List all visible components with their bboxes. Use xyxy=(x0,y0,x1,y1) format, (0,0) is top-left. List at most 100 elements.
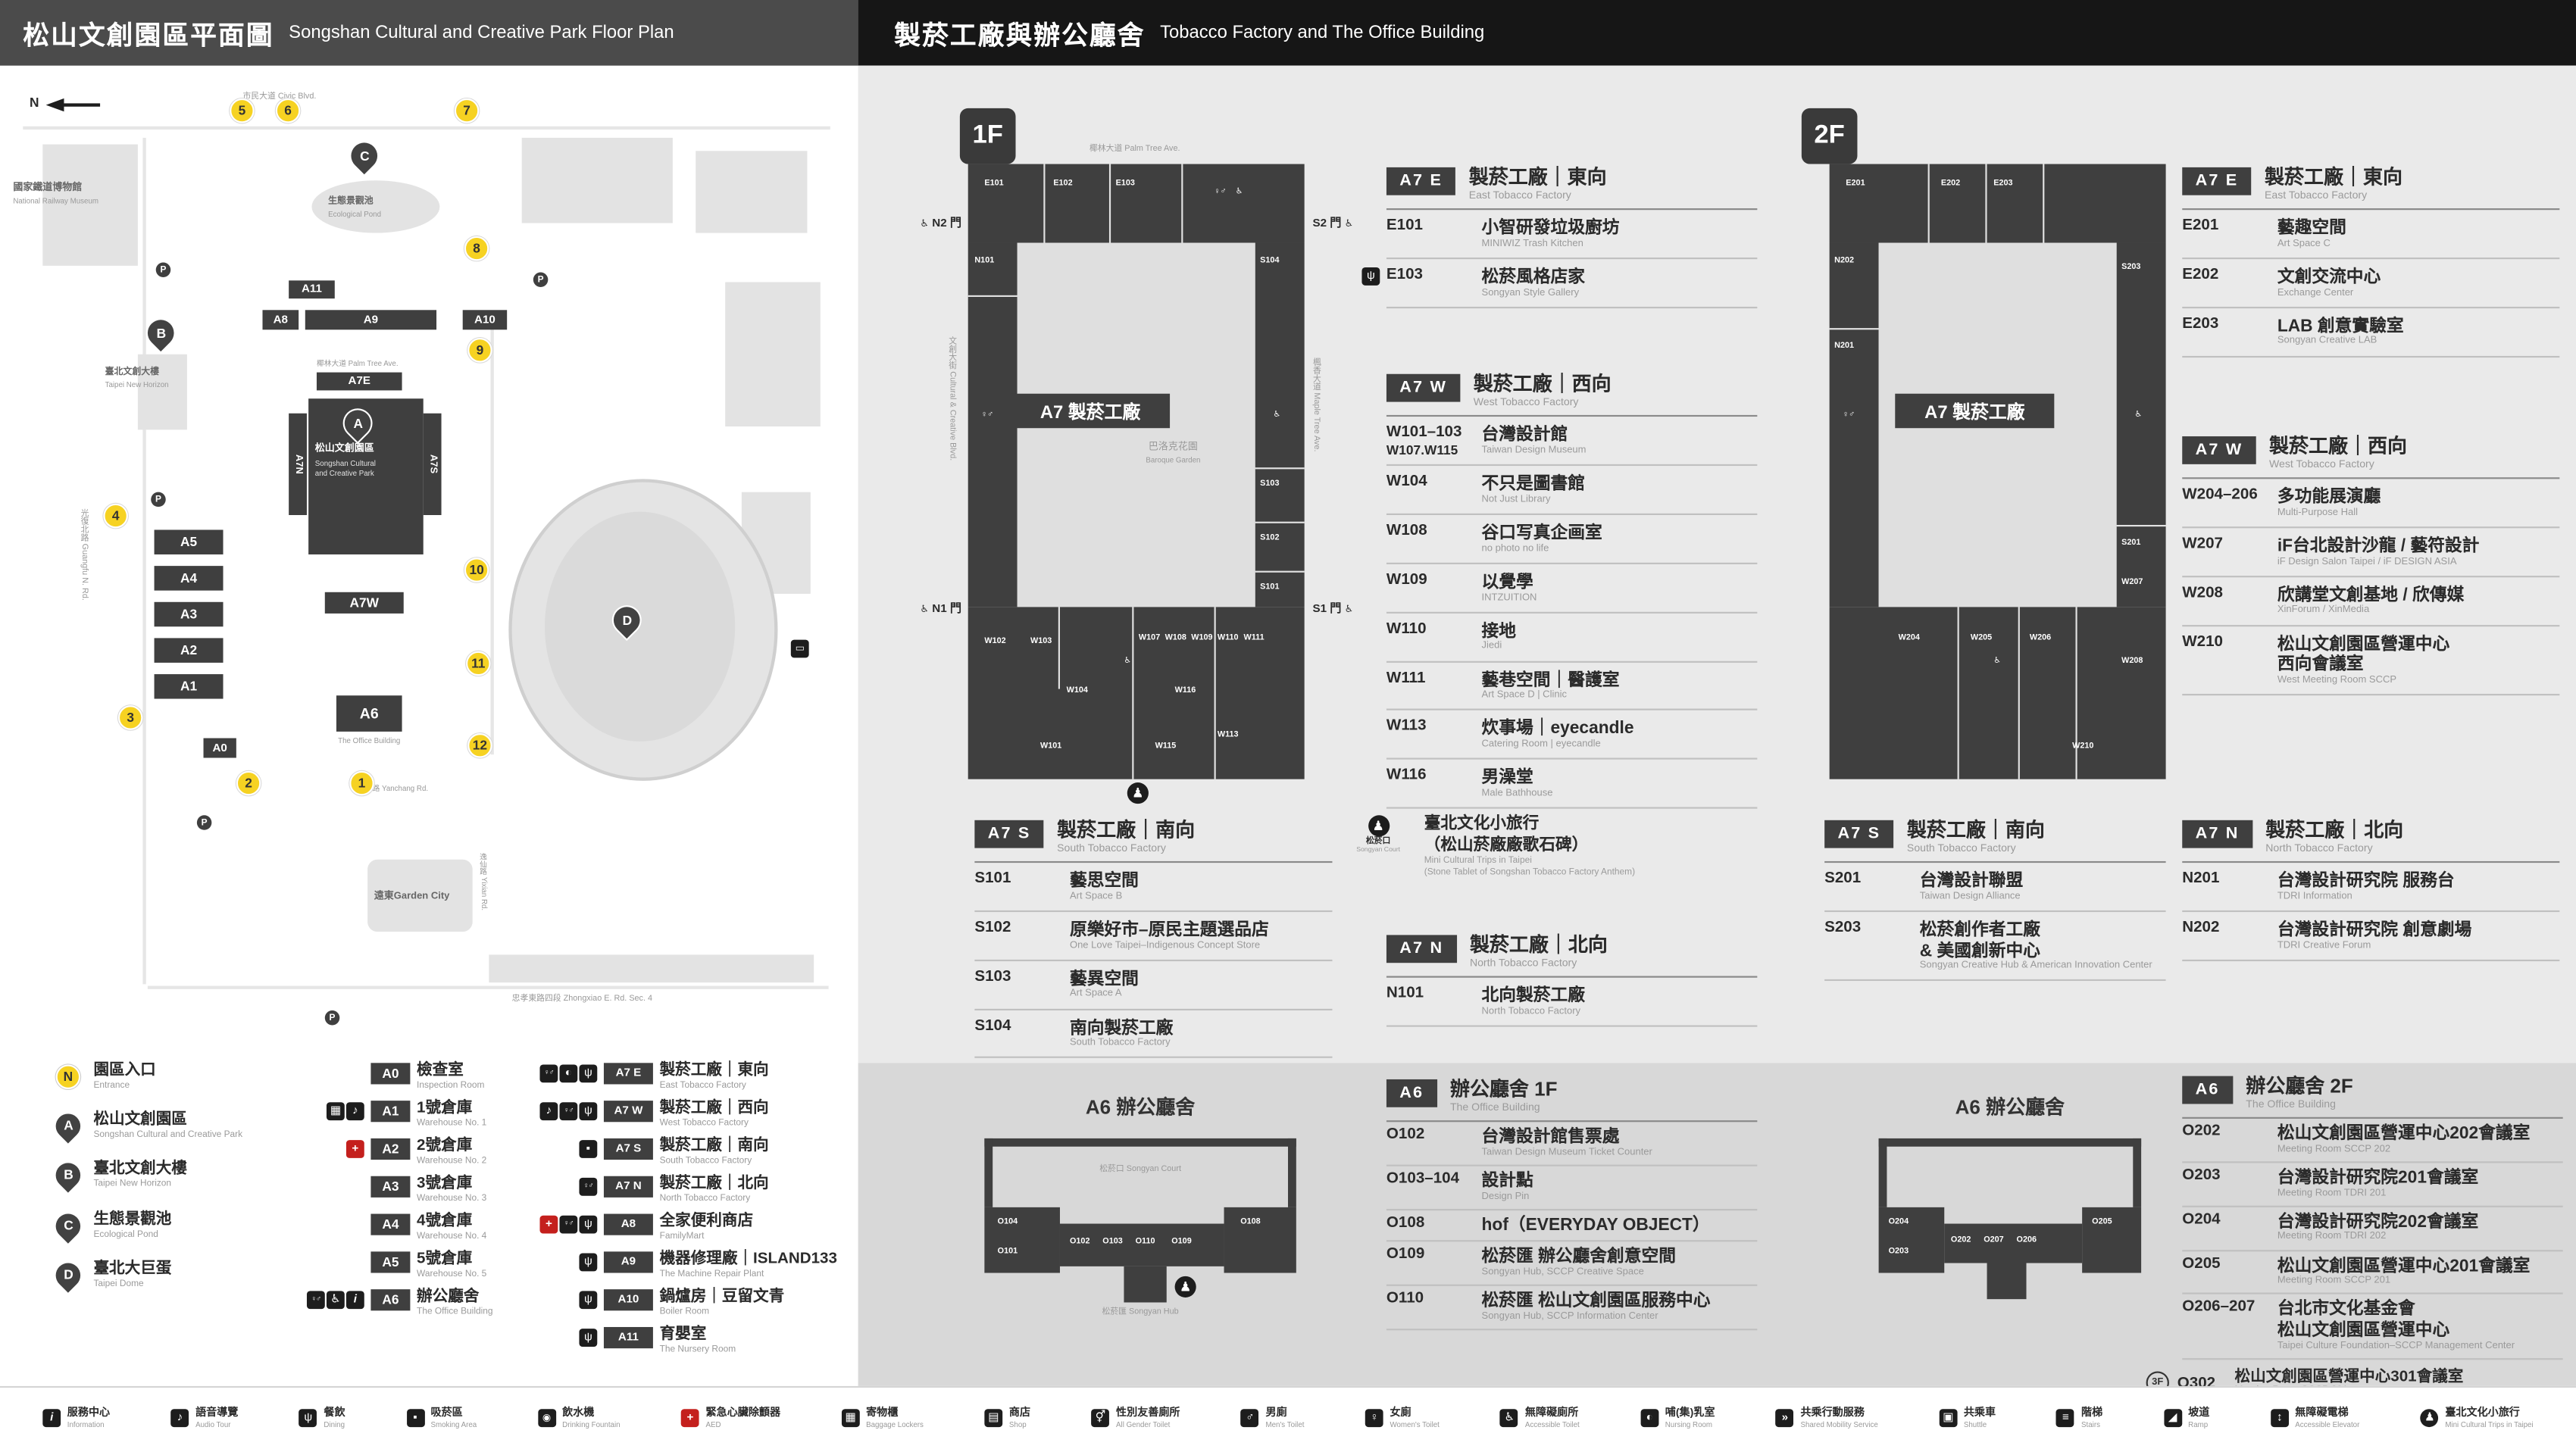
room-name-en: TDRI Creative Forum xyxy=(2277,941,2371,951)
legend-building-row: A10 鍋爐房｜豆留文青 Boiler Room xyxy=(535,1288,837,1327)
legend-building-zh: 製菸工廠｜東向 xyxy=(659,1061,769,1079)
room-code-text: S103 xyxy=(974,967,1011,986)
room-code: S201 xyxy=(1824,870,1910,890)
facility-icon xyxy=(170,1409,189,1428)
facility-icon xyxy=(579,1253,598,1272)
wing-west xyxy=(968,607,1305,779)
a6-west-block xyxy=(1878,1207,1945,1273)
songyan-court-note: 松菸口 Songyan Court 臺北文化小旅行 （松山菸廠廠歌石碑） Min… xyxy=(1346,815,1759,879)
room-label-w207: W207 xyxy=(2121,577,2143,588)
facility-label-en: Drinking Fountain xyxy=(562,1420,621,1429)
legend-building-code: A0 xyxy=(370,1063,411,1085)
facility-icon xyxy=(345,1102,364,1121)
legend-marker-zh: 園區入口 xyxy=(93,1061,156,1079)
right-header-title-en: Tobacco Factory and The Office Building xyxy=(1160,23,1485,43)
palm-ave-map-label: 椰林大道 Palm Tree Ave. xyxy=(316,359,399,368)
room-name-en: Meeting Room SCCP 201 xyxy=(2277,1276,2391,1287)
north-arrow-bar xyxy=(64,103,101,106)
room-name-zh: 藝思空間 xyxy=(1069,871,1139,892)
pond-label-zh: 生態景觀池 xyxy=(328,196,374,207)
room-code: W104 xyxy=(1386,473,1472,493)
legend-buildings-a: A0 檢查室 Inspection Room A1 1號倉庫 Warehouse… xyxy=(306,1061,492,1327)
facility-label-zh: 臺北文化小旅行 xyxy=(2445,1407,2520,1419)
court-note-en1: Mini Cultural Trips in Taipei xyxy=(1424,856,1532,867)
building-block xyxy=(42,144,138,266)
facility-icon xyxy=(1361,267,1380,286)
facility-legend-item: 吸菸區 Smoking Area xyxy=(406,1407,477,1430)
room-code: W204–206 xyxy=(2182,486,2268,506)
facility-icon xyxy=(579,1102,598,1121)
building-a7n: A7N xyxy=(289,413,307,515)
floor-plan-2f: A7 製菸工廠 E201 E202 E203 N202 N201 S203 S2… xyxy=(1829,164,2166,779)
room-code-text: W204–206 xyxy=(2182,486,2258,504)
building-a8: A8 xyxy=(262,310,299,330)
legend-building-zh: 機器修理廠｜ISLAND133 xyxy=(659,1250,837,1269)
section-title-zh: 辦公廳舍 1F xyxy=(1449,1077,1558,1101)
room-name-zh: 設計點 xyxy=(1481,1171,1533,1191)
room-code: E202 xyxy=(2182,266,2268,286)
room-name-en: West Meeting Room SCCP xyxy=(2277,675,2397,685)
legend-building-row: A9 機器修理廠｜ISLAND133 The Machine Repair Pl… xyxy=(535,1250,837,1289)
parking-icon: P xyxy=(533,272,549,287)
legend-marker-row: B 臺北文創大樓 Taipei New Horizon xyxy=(50,1158,242,1194)
facility-label-zh: 坡道 xyxy=(2188,1407,2210,1419)
room-code-text: O203 xyxy=(2182,1166,2221,1185)
building-a10: A10 xyxy=(462,310,508,330)
room-label-w115: W115 xyxy=(1155,741,1177,751)
building-a11: A11 xyxy=(289,280,335,299)
room-name-en: Art Space C xyxy=(2277,239,2331,249)
room-name-en: Taiwan Design Alliance xyxy=(1919,892,2021,902)
room-label-s201: S201 xyxy=(2121,538,2141,548)
legend-building-en: South Tobacco Factory xyxy=(659,1156,752,1166)
section-badge: A7 W xyxy=(1386,373,1461,402)
legend-building-en: FamilyMart xyxy=(659,1232,705,1242)
room-label-o103: O103 xyxy=(1102,1236,1123,1247)
office-building-label: The Office Building xyxy=(338,736,401,745)
accessible-icon: ♿ xyxy=(920,605,930,616)
building-a5: A5 xyxy=(154,529,224,554)
right-header-title-zh: 製菸工廠與辦公廳舍 xyxy=(894,23,1146,52)
room-label-w206: W206 xyxy=(2029,632,2052,643)
facility-label-zh: 緊急心臟除顫器 xyxy=(705,1407,781,1419)
legend-building-code: A6 xyxy=(370,1289,411,1311)
room-code: W110 xyxy=(1386,620,1472,639)
room-code-2: W107.W115 xyxy=(1386,443,1458,458)
facility-legend-item: 男廁 Men's Toilet xyxy=(1241,1407,1304,1430)
legend-building-zh: 辦公廳舍 xyxy=(417,1287,480,1306)
facility-icon xyxy=(345,1140,364,1158)
legend-building-zh: 製菸工廠｜西向 xyxy=(659,1098,769,1117)
room-code: N201 xyxy=(2182,870,2268,890)
new-horizon-label-en: Taipei New Horizon xyxy=(105,380,169,389)
facility-label-zh: 女廁 xyxy=(1390,1407,1411,1419)
room-code: W208 xyxy=(2182,584,2268,604)
room-name-zh2: & 美國創新中心 xyxy=(1919,941,2040,961)
room-code-text: S101 xyxy=(974,870,1011,888)
street-civic-label: 市民大道 Civic Blvd. xyxy=(242,92,317,102)
room-divider xyxy=(1108,164,1111,243)
facility-icon xyxy=(2056,1409,2075,1428)
room-label-o104: O104 xyxy=(997,1216,1018,1227)
room-code: S101 xyxy=(974,870,1060,890)
facility-label-en: Men's Toilet xyxy=(1265,1420,1305,1429)
room-name-zh: 松山文創園區營運中心201會議室 xyxy=(2277,1256,2531,1276)
north-label: N xyxy=(29,95,39,111)
section-title-zh: 製菸工廠｜北向 xyxy=(2265,818,2404,842)
room-name-en: Art Space B xyxy=(1069,892,1123,902)
facility-legend-item: 餐飲 Dining xyxy=(299,1407,345,1430)
facility-legend-item: 語音導覽 Audio Tour xyxy=(170,1407,238,1430)
room-code: O206–207 xyxy=(2182,1298,2268,1318)
